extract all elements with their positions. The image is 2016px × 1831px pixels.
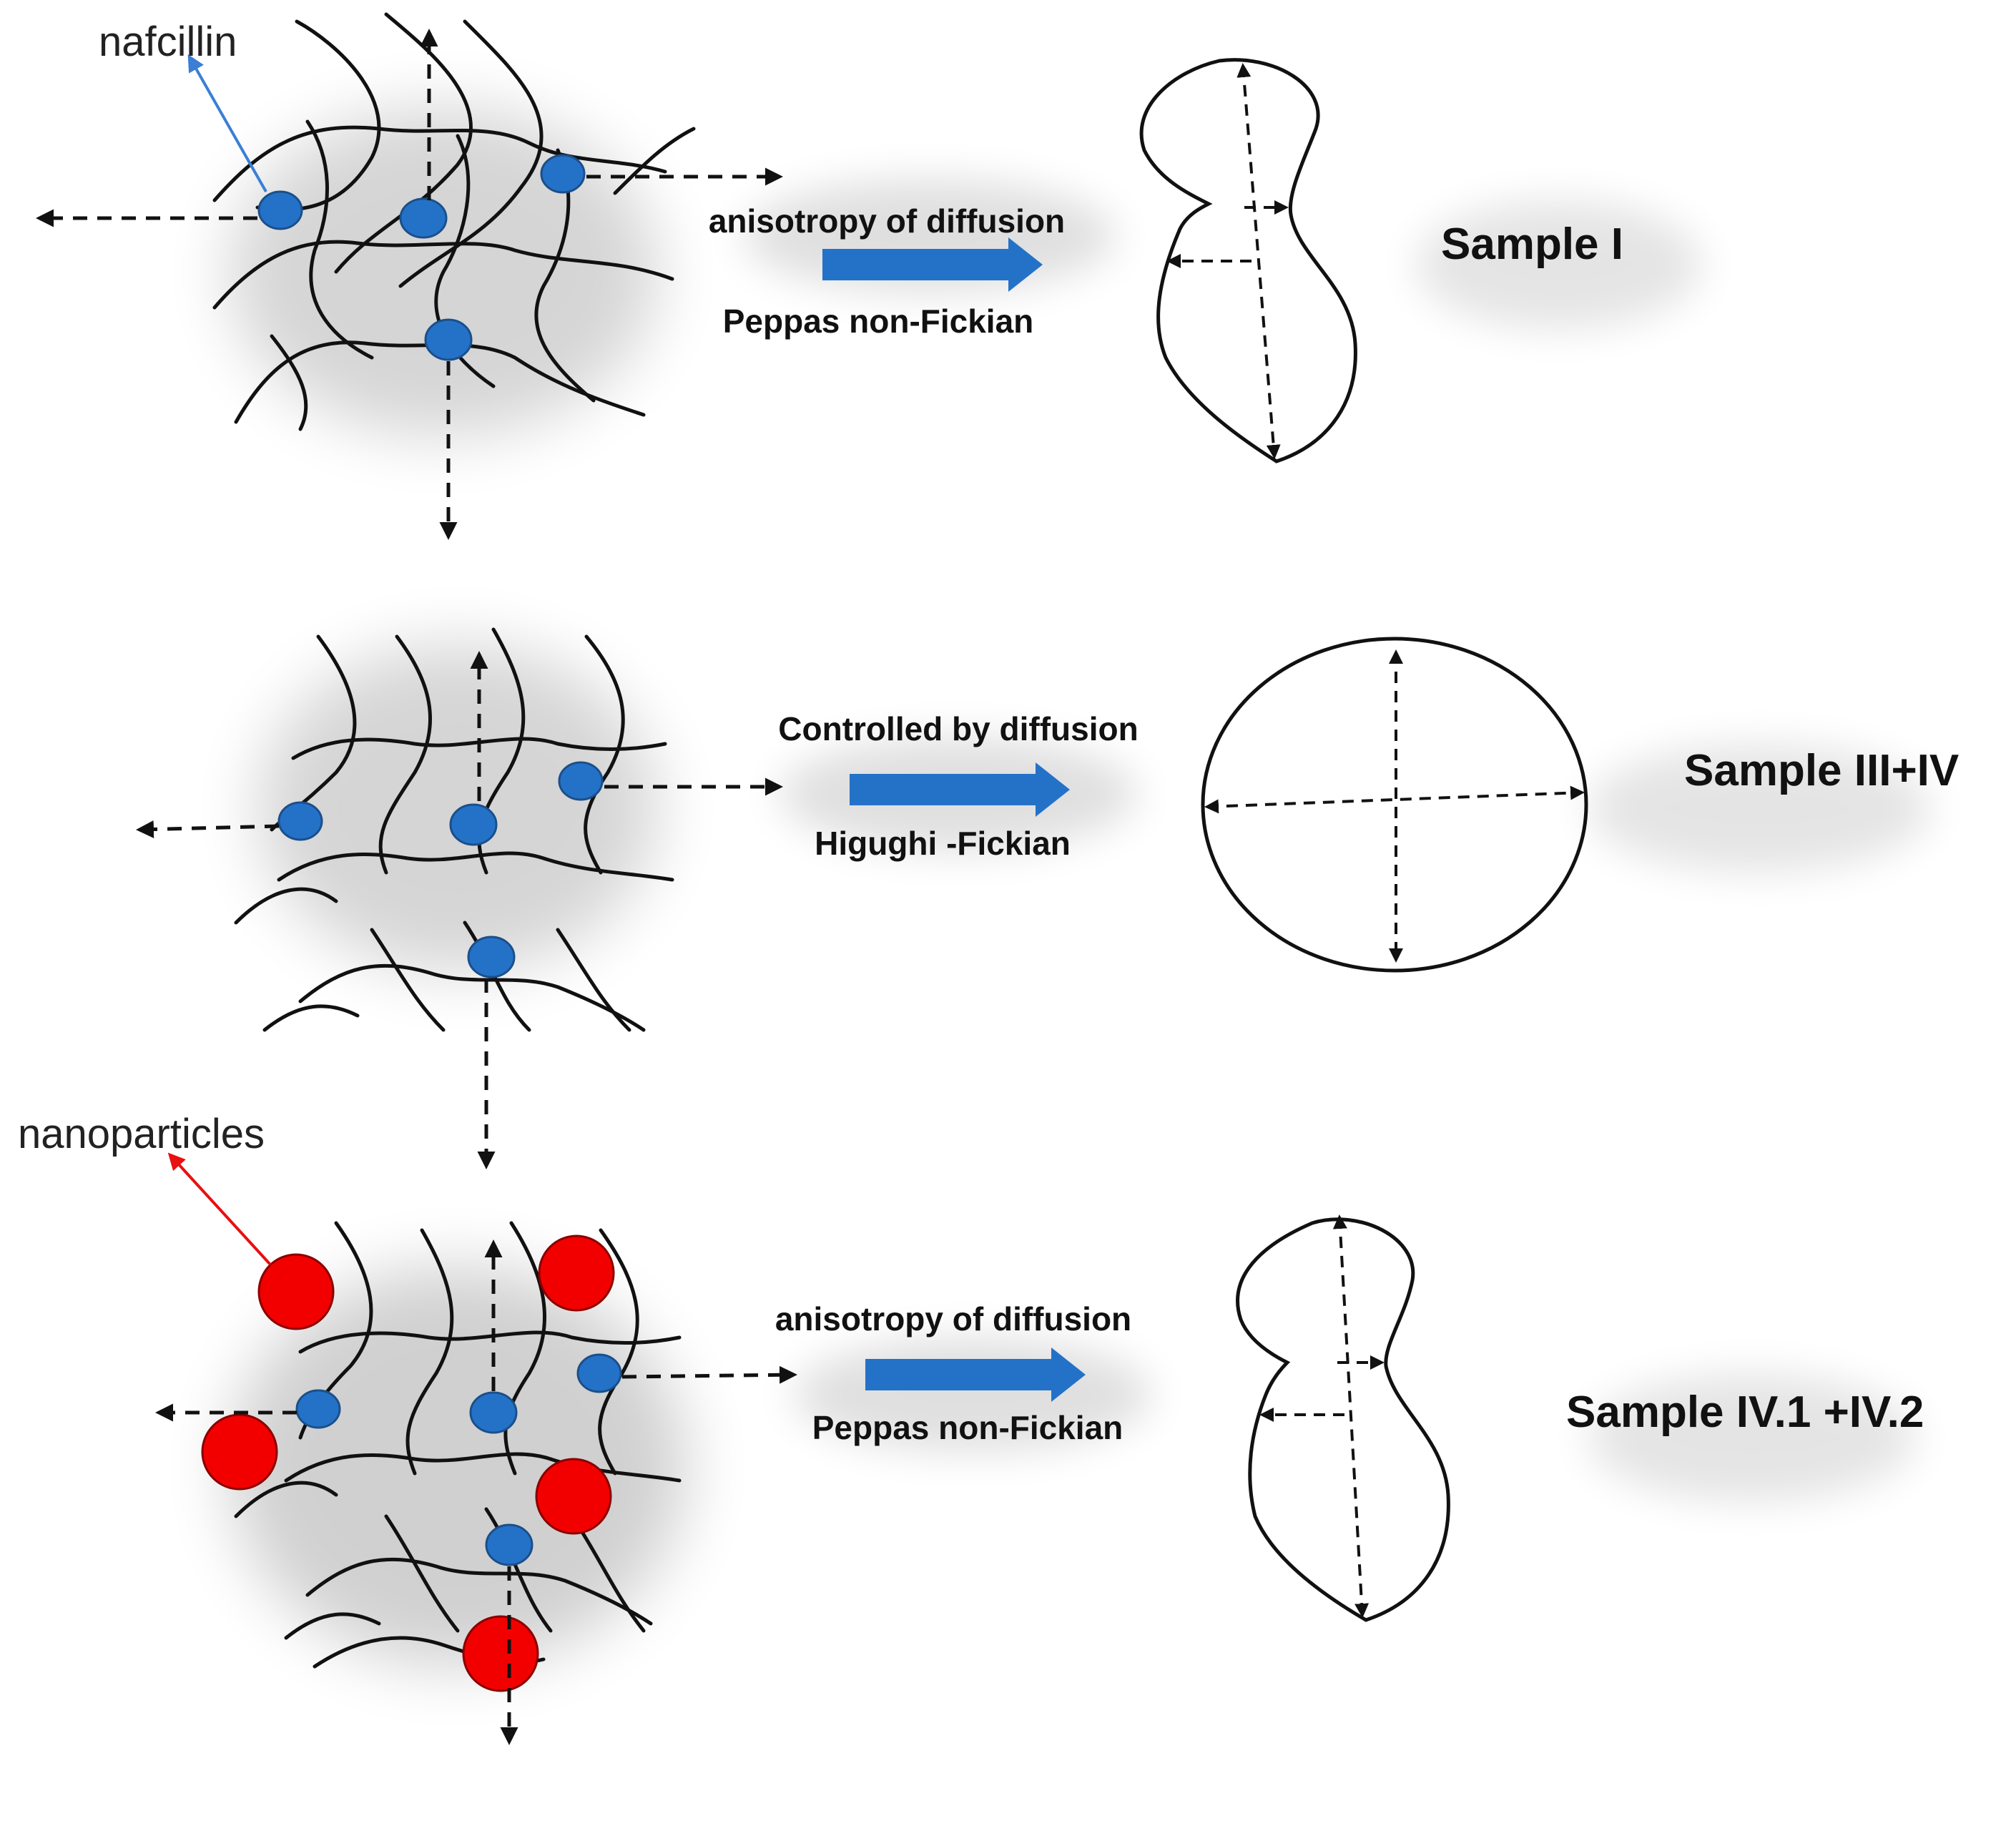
- process-arrow: [865, 1348, 1086, 1402]
- drug-molecules: [295, 1353, 622, 1566]
- drug-molecule: [576, 1353, 622, 1393]
- sample-label: Sample I: [1441, 220, 1623, 269]
- process-label-bottom: Peppas non-Fickian: [723, 303, 1034, 340]
- drug-molecule: [467, 936, 516, 978]
- nanoparticle: [201, 1413, 278, 1491]
- row-2: Controlled by diffusion Higughi -Fickian…: [136, 627, 1959, 1169]
- irregular-shape: [1139, 58, 1357, 463]
- polymer-network: [234, 627, 674, 1032]
- diffusion-arrows: [155, 1240, 797, 1745]
- drug-molecule: [399, 197, 448, 239]
- drug-molecule: [469, 1391, 518, 1434]
- nafcillin-label: nafcillin: [99, 19, 237, 65]
- drug-molecule: [485, 1523, 533, 1566]
- nanoparticle: [257, 1253, 335, 1330]
- circle-shape: [1201, 637, 1588, 973]
- sample-label: Sample III+IV: [1684, 746, 1959, 795]
- diffusion-arrows: [36, 29, 783, 540]
- process-label-top: Controlled by diffusion: [778, 710, 1138, 747]
- nanoparticle: [462, 1615, 539, 1692]
- diffusion-arrows: [136, 651, 783, 1169]
- row-1: nafcillin anisotropy of diffusion Peppas…: [36, 12, 1702, 540]
- process-label-top: anisotropy of diffusion: [709, 202, 1065, 240]
- process-arrow: [822, 237, 1043, 292]
- nanoparticles-label: nanoparticles: [18, 1111, 265, 1157]
- process-label-bottom: Peppas non-Fickian: [812, 1409, 1123, 1446]
- drug-molecules: [257, 154, 586, 361]
- nanoparticle: [535, 1458, 612, 1535]
- process-label-bottom: Higughi -Fickian: [815, 825, 1071, 862]
- drug-molecule: [540, 154, 586, 194]
- nafcillin-leader: [187, 54, 267, 192]
- nanoparticle: [538, 1234, 615, 1312]
- drug-molecules: [277, 761, 604, 978]
- irregular-shape: [1236, 1214, 1450, 1622]
- nanoparticles: [201, 1234, 615, 1692]
- nanoparticles-leader: [167, 1152, 272, 1266]
- sample-label: Sample IV.1 +IV.2: [1566, 1388, 1924, 1437]
- process-label-top: anisotropy of diffusion: [775, 1300, 1131, 1337]
- drug-molecule: [295, 1389, 341, 1429]
- process-arrow: [850, 762, 1070, 817]
- drug-molecule: [449, 803, 498, 846]
- row-3: nanoparticles anisotropy of diffusion Pe…: [18, 1111, 1924, 1745]
- drug-molecule: [277, 801, 323, 841]
- drug-molecule: [558, 761, 604, 801]
- drug-molecule: [257, 190, 303, 230]
- drug-molecule: [424, 318, 473, 361]
